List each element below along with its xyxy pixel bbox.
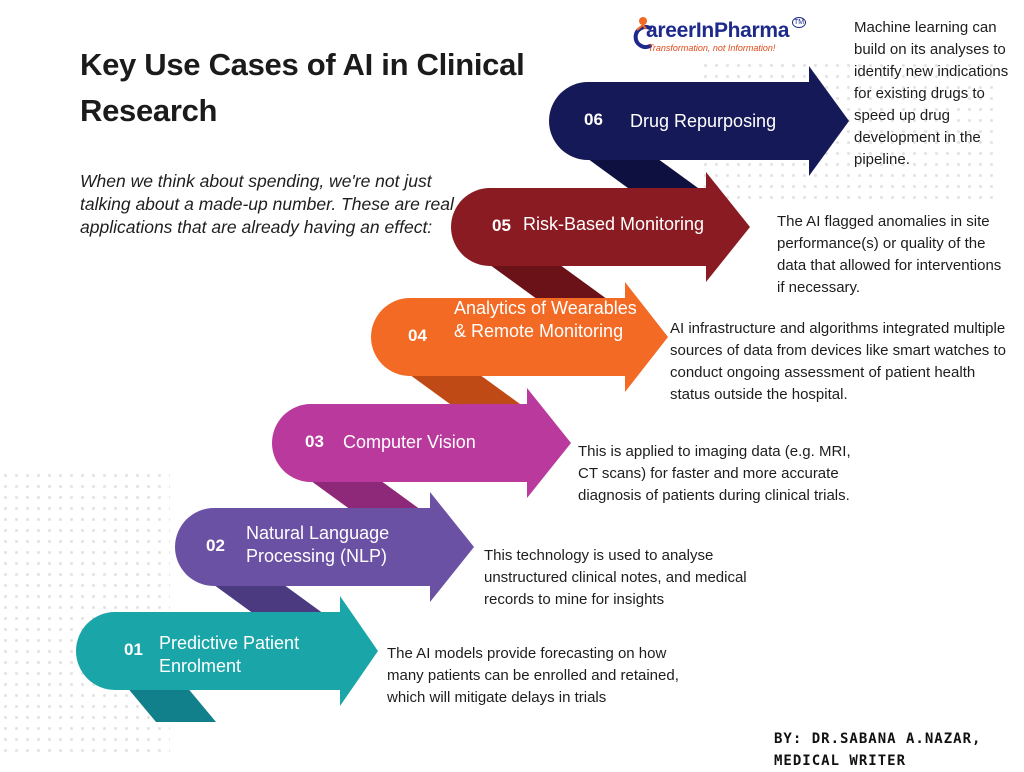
step-01-number: 01 (124, 640, 143, 659)
step-03-number: 03 (305, 432, 324, 451)
byline-role: MEDICAL WRITER (774, 753, 907, 769)
byline: BY: DR.SABANA A.NAZAR, MEDICAL WRITER (774, 728, 1024, 772)
step-03-label: Computer Vision (343, 432, 476, 452)
step-04-arrow (371, 282, 668, 392)
intro-text: When we think about spending, we're not … (80, 171, 454, 237)
step-04-number: 04 (408, 326, 427, 345)
step-06-ribbon (584, 156, 709, 196)
step-06-number: 06 (584, 110, 603, 129)
step-02-number: 02 (206, 536, 225, 555)
step-01-description: The AI models provide forecasting on how… (387, 645, 679, 706)
step-05-description: The AI flagged anomalies in site perform… (777, 213, 1002, 296)
step-03-arrow (272, 388, 571, 498)
step-02-description: This technology is used to analyse unstr… (484, 547, 747, 608)
page-title: Key Use Cases of AI in Clinical Research (80, 47, 525, 128)
byline-author: BY: DR.SABANA A.NAZAR, (774, 731, 982, 747)
step-02-arrow (175, 492, 474, 602)
step-04-description: AI infrastructure and algorithms integra… (670, 320, 1006, 403)
logo-c-mark-icon (633, 17, 652, 49)
step-05-label: Risk-Based Monitoring (523, 214, 705, 234)
logo-brand-text: areerInPharma (646, 19, 790, 42)
step-05-number: 05 (492, 216, 511, 235)
step-05-arrow (451, 172, 750, 282)
step-01-arrow (76, 596, 378, 706)
step-05-ribbon (486, 262, 611, 302)
step-02-label: Natural Language Processing (NLP) (246, 523, 390, 566)
step-06-arrow (549, 66, 849, 176)
logo-tagline: Transformation, not Information! (648, 43, 776, 53)
careerinpharma-logo: areerInPharma TM Transformation, not Inf… (632, 14, 812, 58)
step-04-label: Analytics of Wearables & Remote Monitori… (454, 298, 637, 341)
logo-trademark: TM (792, 17, 807, 28)
step-06-label: Drug Repurposing (630, 111, 777, 131)
step-06-description: Machine learning can build on its analys… (854, 19, 1009, 168)
step-01-label: Predictive Patient Enrolment (159, 633, 300, 676)
step-04-ribbon (406, 372, 531, 412)
step-01-ribbon (126, 686, 216, 722)
step-03-description: This is applied to imaging data (e.g. MR… (578, 443, 851, 504)
